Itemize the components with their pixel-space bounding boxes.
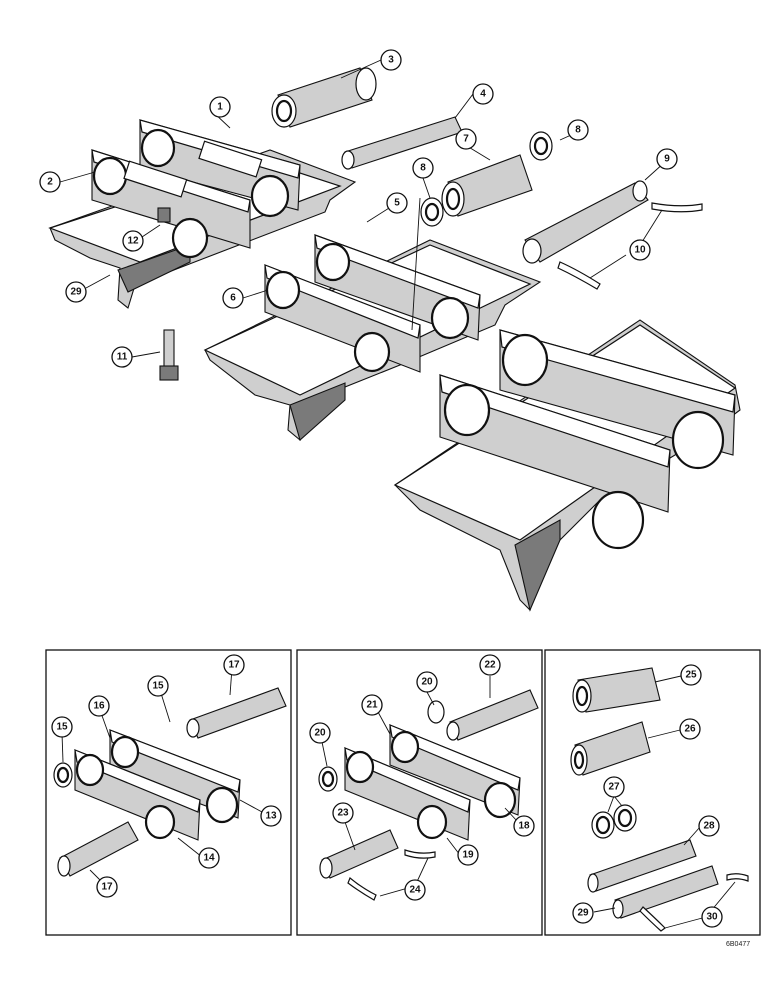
callout-9: 9 (656, 148, 678, 170)
bushing-part-3 (271, 67, 377, 128)
bolt-part-11 (159, 329, 179, 381)
svg-text:13: 13 (265, 811, 277, 822)
callout-15-top: 15 (147, 675, 169, 697)
panel-middle (296, 649, 543, 936)
svg-text:4: 4 (480, 89, 486, 100)
callout-23: 23 (332, 802, 354, 824)
svg-text:18: 18 (518, 821, 530, 832)
callout-7: 7 (455, 128, 477, 150)
callout-12: 12 (122, 230, 144, 252)
callout-6: 6 (222, 287, 244, 309)
svg-text:1: 1 (217, 102, 223, 113)
svg-text:24: 24 (409, 885, 421, 896)
callout-8-right: 8 (567, 119, 589, 141)
track-shoe-assembly-upper (48, 119, 357, 309)
panel-right (544, 649, 761, 936)
svg-text:2: 2 (47, 177, 53, 188)
callout-10-upper: 10 (629, 239, 651, 261)
callout-13: 13 (260, 805, 282, 827)
callout-26: 26 (679, 718, 701, 740)
svg-text:3: 3 (388, 55, 394, 66)
callout-20-top: 20 (416, 671, 438, 693)
callout-24: 24 (404, 879, 426, 901)
svg-text:19: 19 (462, 850, 474, 861)
callout-3: 3 (380, 49, 402, 71)
svg-text:27: 27 (608, 782, 620, 793)
svg-text:29: 29 (577, 908, 589, 919)
callout-8-left: 8 (412, 157, 434, 179)
svg-text:5: 5 (394, 198, 400, 209)
track-shoe-assembly-middle (203, 234, 542, 442)
svg-text:8: 8 (420, 163, 426, 174)
svg-text:28: 28 (703, 821, 715, 832)
seal-ring-part-8-right (529, 131, 553, 161)
bushing-part-7 (441, 154, 533, 217)
lock-ring-part-10-lower (557, 261, 601, 290)
callout-30: 30 (701, 906, 723, 928)
svg-text:15: 15 (152, 681, 164, 692)
callout-29-top: 29 (65, 281, 87, 303)
callout-27: 27 (603, 776, 625, 798)
master-pin-part-9 (522, 180, 649, 264)
svg-text:15: 15 (56, 722, 68, 733)
svg-text:14: 14 (203, 853, 215, 864)
callout-29-bottom: 29 (572, 902, 594, 924)
callout-28: 28 (698, 815, 720, 837)
callout-4: 4 (472, 83, 494, 105)
callout-14: 14 (198, 847, 220, 869)
callout-5: 5 (386, 192, 408, 214)
svg-text:9: 9 (664, 154, 670, 165)
svg-text:23: 23 (337, 808, 349, 819)
callout-18: 18 (513, 815, 535, 837)
callout-21: 21 (361, 694, 383, 716)
callout-19: 19 (457, 844, 479, 866)
svg-text:8: 8 (575, 125, 581, 136)
svg-text:7: 7 (463, 134, 469, 145)
svg-text:10: 10 (634, 245, 646, 256)
svg-text:25: 25 (685, 670, 697, 681)
svg-text:16: 16 (93, 701, 105, 712)
callout-20-left: 20 (309, 722, 331, 744)
seal-ring-part-8-left (420, 197, 444, 227)
svg-text:30: 30 (706, 912, 718, 923)
link-assembly-panel-middle (318, 689, 539, 901)
panel-left (45, 649, 292, 936)
callout-25: 25 (680, 664, 702, 686)
lock-ring-part-10-upper (651, 202, 703, 213)
svg-text:17: 17 (101, 882, 113, 893)
svg-text:20: 20 (314, 728, 326, 739)
parts-panel-right (570, 667, 749, 932)
svg-text:21: 21 (366, 700, 378, 711)
callout-16: 16 (88, 695, 110, 717)
pin-part-4 (341, 116, 463, 170)
svg-text:29: 29 (70, 287, 82, 298)
svg-text:6: 6 (230, 293, 236, 304)
document-number: 6B0477 (726, 941, 750, 948)
callout-11: 11 (111, 346, 133, 368)
callout-17-top: 17 (223, 654, 245, 676)
link-assembly-panel-left (53, 687, 287, 877)
svg-text:17: 17 (228, 660, 240, 671)
callout-1: 1 (209, 96, 231, 118)
svg-text:11: 11 (117, 352, 128, 363)
svg-text:22: 22 (484, 660, 496, 671)
svg-text:12: 12 (127, 236, 139, 247)
callout-15-left: 15 (51, 716, 73, 738)
callout-22: 22 (479, 654, 501, 676)
svg-text:26: 26 (684, 724, 696, 735)
callout-2: 2 (39, 171, 61, 193)
track-shoe-assembled (393, 319, 741, 612)
callout-17-bottom: 17 (96, 876, 118, 898)
svg-text:20: 20 (421, 677, 433, 688)
